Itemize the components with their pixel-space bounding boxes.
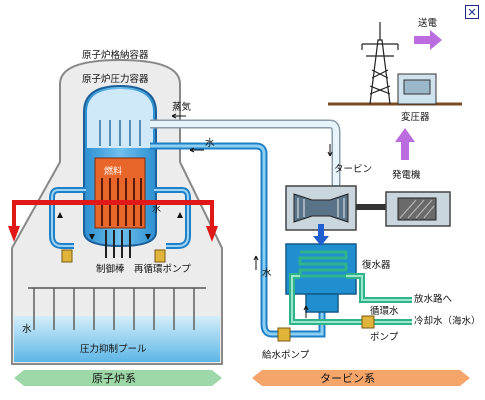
label-fuel: 燃料: [104, 165, 122, 177]
transmission-arrow: [414, 30, 442, 50]
recirculation-loops-inner: [51, 189, 189, 247]
label-water-right: 水: [262, 267, 272, 279]
label-steam: 蒸気: [172, 101, 192, 113]
recirc-pump-left: [61, 249, 73, 263]
exhaust-arrow: [313, 224, 329, 246]
transformer-core: [403, 79, 431, 95]
control-rods: [105, 230, 131, 258]
turbine-rotor: [293, 193, 349, 223]
label-turbine: タービン: [334, 164, 372, 175]
steam-dome: [87, 89, 153, 148]
label-suppression-pool: 圧力抑制プール: [80, 343, 147, 355]
core-flow-arrows: [57, 212, 183, 240]
label-control-rod: 制御棒: [96, 263, 125, 275]
turbine-shaft: [356, 204, 386, 210]
label-transmission: 送電: [418, 17, 438, 29]
label-condenser: 復水器: [362, 259, 391, 271]
label-cooling-water: 冷却水（海水）: [414, 315, 481, 327]
steam-separators: [99, 120, 141, 146]
suppression-pool-water: [14, 316, 220, 362]
band-label-reactor: 原子炉系: [92, 372, 136, 385]
red-bracket-arrow: [8, 200, 218, 242]
band-label-turbine: タービン系: [320, 372, 375, 385]
close-icon[interactable]: ✕: [465, 5, 479, 19]
label-circ-pump-2: ポンプ: [370, 332, 399, 343]
recirc-pump-right: [154, 249, 166, 263]
label-feed-pump: 給水ポンプ: [262, 349, 310, 361]
pipe-direction-arrows: [171, 113, 333, 318]
label-transformer: 変圧器: [401, 111, 430, 123]
label-pool-water: 水: [22, 323, 32, 335]
transmission-tower: [361, 22, 399, 105]
reactor-system-band: [14, 370, 222, 386]
turbine-system-band: [252, 370, 470, 386]
label-containment-vessel: 原子炉格納容器: [82, 49, 149, 61]
label-pressure-vessel: 原子炉圧力容器: [82, 73, 149, 85]
turbine-blades: [297, 198, 345, 218]
label-to-outfall: 放水路へ: [414, 293, 453, 305]
generator-hatching: [399, 199, 435, 219]
label-recirc-pump: 再循環ポンプ: [134, 263, 191, 275]
generator-to-transformer-arrow: [395, 128, 415, 160]
downcomer-pipes: [28, 287, 206, 330]
reactor-core: [94, 157, 146, 229]
label-water-top: 水: [205, 137, 215, 149]
label-circ-pump-1: 循環水: [370, 305, 399, 317]
label-generator: 発電機: [392, 169, 421, 181]
circulating-pump: [361, 315, 375, 329]
label-water-core: 水: [152, 203, 161, 215]
condenser-hotwell: [305, 293, 339, 313]
feed-pump: [277, 327, 291, 342]
